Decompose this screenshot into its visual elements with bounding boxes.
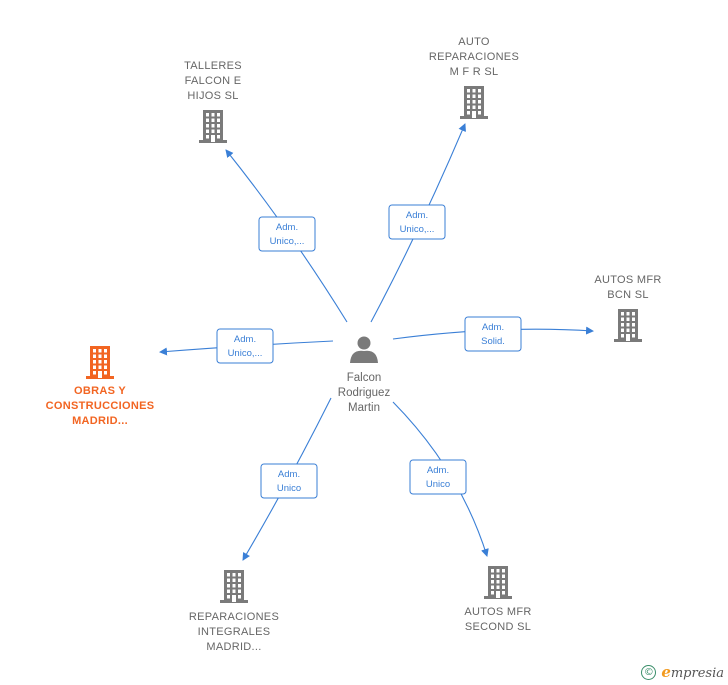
badge-box (464, 316, 522, 352)
company-label: MADRID... (72, 415, 128, 427)
relation-edge: Adm. Unico,... (370, 123, 466, 323)
person-name: Falcon (347, 372, 382, 384)
building-icon (220, 570, 248, 603)
company-label: HIJOS SL (187, 90, 238, 102)
relation-edge: Adm. Unico (392, 401, 489, 557)
relation-badge[interactable]: Adm. Unico,... (388, 204, 446, 240)
badge-box (258, 216, 316, 252)
company-label: CONSTRUCCIONES (46, 400, 155, 412)
badge-box (260, 463, 318, 499)
company-label: FALCON E (185, 75, 242, 87)
building-icon (86, 346, 114, 379)
brand-initial: e (661, 663, 671, 681)
company-label: M F R SL (450, 66, 499, 78)
badge-box (216, 328, 274, 364)
relation-badge[interactable]: Adm. Solid. (464, 316, 522, 352)
badge-text: Adm. (276, 222, 298, 233)
building-icon (199, 110, 227, 143)
badge-text: Unico,... (400, 224, 435, 235)
company-label: MADRID... (206, 641, 261, 653)
person-name: Rodriguez (338, 387, 391, 399)
company-label: REPARACIONES (189, 611, 279, 623)
building-icon (460, 86, 488, 119)
badge-text: Unico (277, 483, 301, 494)
badge-box (388, 204, 446, 240)
relation-edge: Adm. Unico,... (159, 328, 334, 364)
company-label: REPARACIONES (429, 51, 519, 63)
footer-brand: © empresia (641, 663, 724, 681)
edges: Adm.Unico,...Adm.Unico,...Adm.Solid.Adm.… (159, 123, 594, 561)
relation-badge[interactable]: Adm. Unico,... (216, 328, 274, 364)
company-label: AUTO (458, 36, 490, 48)
relation-badge[interactable]: Adm. Unico (409, 459, 467, 495)
badge-box (409, 459, 467, 495)
badge-text: Unico,... (270, 236, 305, 247)
company-node-reparaciones-integrales[interactable]: REPARACIONES INTEGRALES MADRID... (189, 570, 279, 653)
relation-badge[interactable]: Adm. Unico,... (258, 216, 316, 252)
person-name: Martin (348, 402, 380, 414)
building-icon (614, 309, 642, 342)
company-label: INTEGRALES (198, 626, 271, 638)
badge-text: Solid. (481, 336, 505, 347)
company-label: OBRAS Y (74, 385, 126, 397)
badge-text: Adm. (427, 465, 449, 476)
company-node-talleres[interactable]: TALLERES FALCON E HIJOS SL (184, 60, 242, 143)
copyright-icon: © (641, 664, 657, 680)
company-node-obras[interactable]: OBRAS Y CONSTRUCCIONES MADRID... (46, 346, 155, 427)
badge-text: Unico,... (228, 348, 263, 359)
person-icon (350, 336, 378, 363)
building-icon (484, 566, 512, 599)
company-label: AUTOS MFR (594, 274, 661, 286)
company-label: SECOND SL (465, 621, 531, 633)
badge-text: Adm. (278, 469, 300, 480)
nodes: TALLERES FALCON E HIJOS SL AUTO REPARACIONES… (46, 36, 662, 653)
relation-badge[interactable]: Adm. Unico (260, 463, 318, 499)
company-node-autos-mfr-bcn[interactable]: AUTOS MFR BCN SL (594, 274, 661, 342)
company-node-auto-reparaciones[interactable]: AUTO REPARACIONES M F R SL (429, 36, 519, 119)
company-node-autos-mfr-second[interactable]: AUTOS MFR SECOND SL (464, 566, 531, 633)
brand-logo[interactable]: empresia (661, 663, 724, 681)
badge-text: Adm. (482, 322, 504, 333)
brand-name: mpresia (670, 666, 724, 681)
relation-edge: Adm. Unico,... (225, 149, 348, 323)
badge-text: Unico (426, 479, 450, 490)
relation-edge: Adm. Unico (242, 397, 332, 561)
company-label: TALLERES (184, 60, 242, 72)
company-label: AUTOS MFR (464, 606, 531, 618)
relation-edge: Adm. Solid. (392, 316, 594, 352)
company-label: BCN SL (607, 289, 649, 301)
badge-text: Adm. (234, 334, 256, 345)
badge-text: Adm. (406, 210, 428, 221)
